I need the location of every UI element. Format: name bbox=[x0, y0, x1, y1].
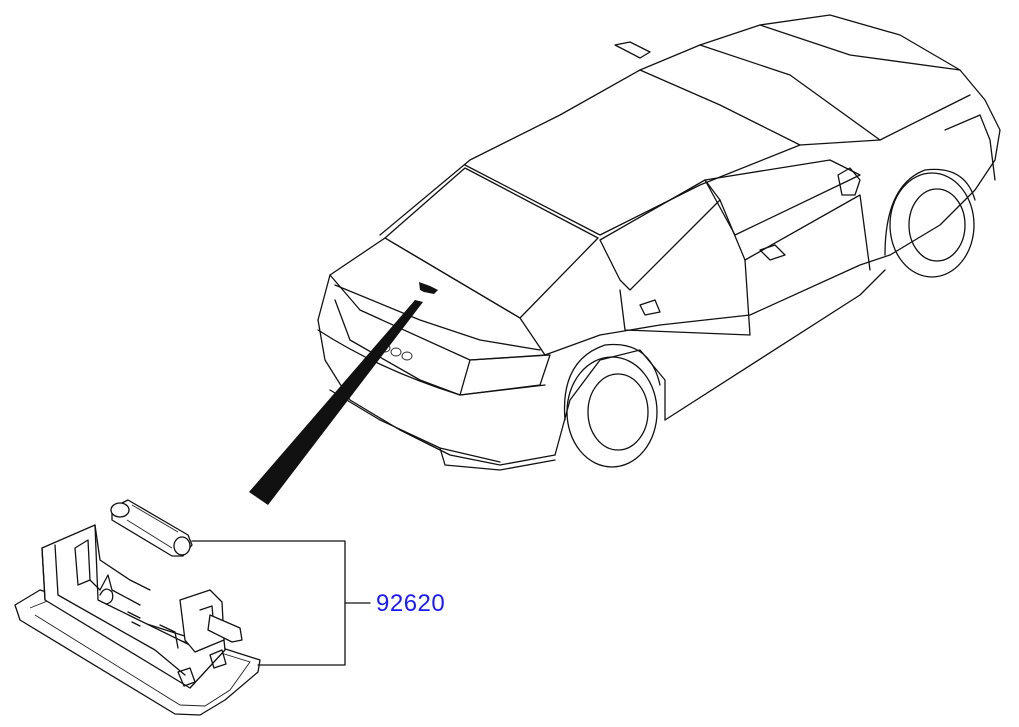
part-number-label[interactable]: 92620 bbox=[376, 590, 446, 617]
callout-pointer bbox=[249, 300, 423, 505]
vehicle-illustration bbox=[317, 14, 1001, 471]
lamp-housing-illustration bbox=[14, 524, 261, 716]
bulb-illustration bbox=[110, 499, 193, 557]
lamp-location-marker bbox=[419, 282, 438, 294]
leader-lines bbox=[191, 540, 371, 666]
